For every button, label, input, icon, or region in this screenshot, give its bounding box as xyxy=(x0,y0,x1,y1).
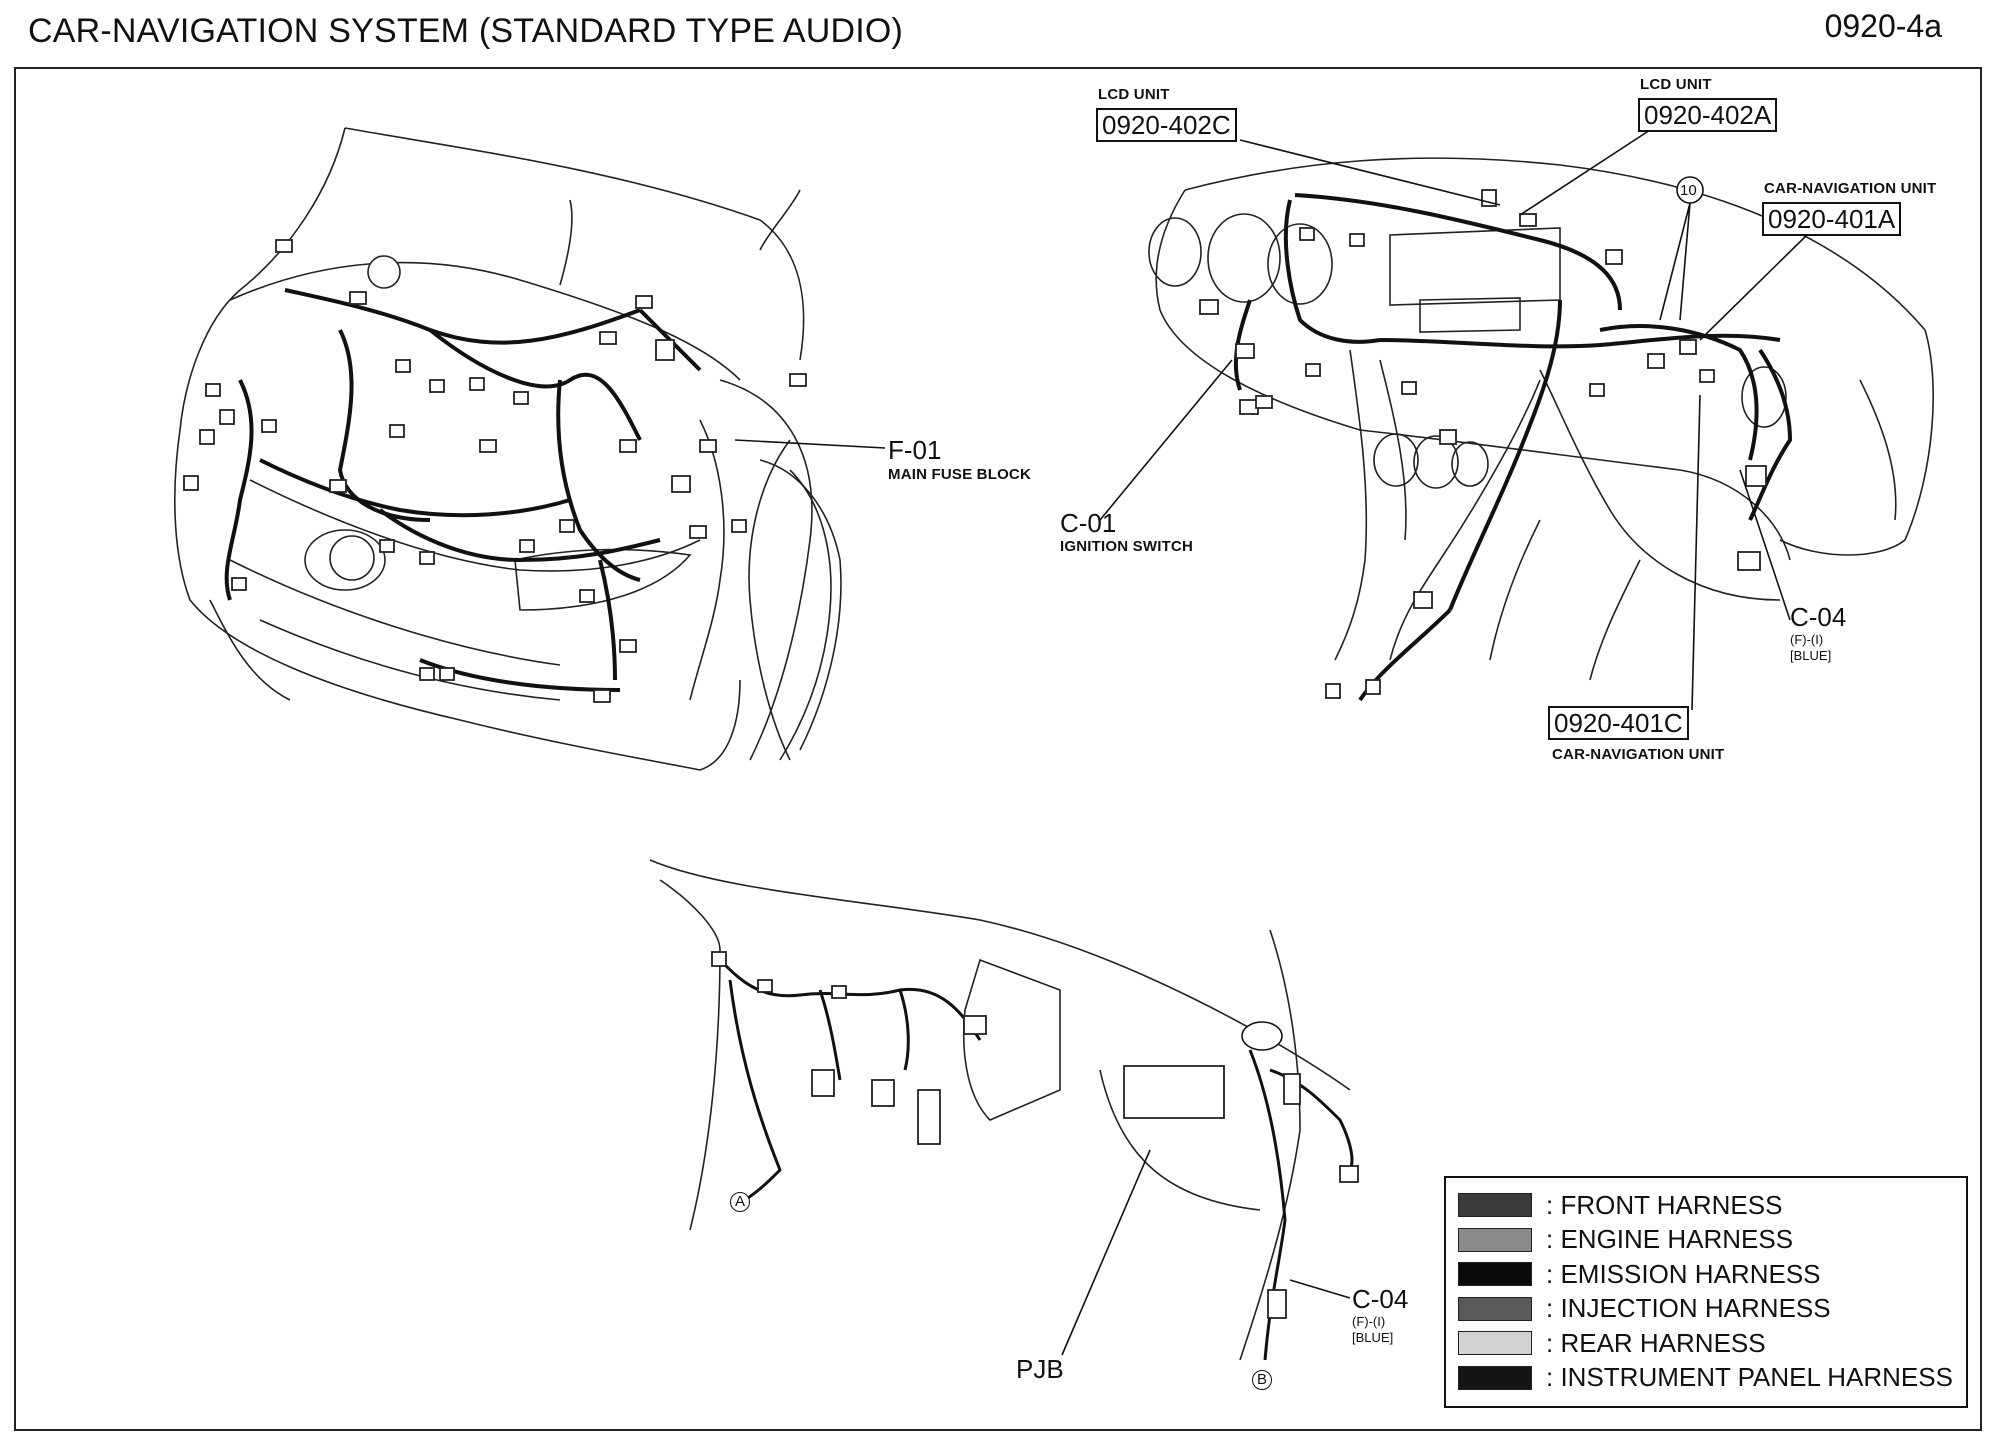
legend-swatch xyxy=(1458,1193,1532,1218)
c04-top-code: C-04 xyxy=(1790,602,1847,632)
lcd-unit-c-ref[interactable]: 0920-402C xyxy=(1096,108,1237,142)
legend-swatch xyxy=(1458,1262,1532,1287)
legend-label: : EMISSION HARNESS xyxy=(1546,1258,1821,1289)
legend-row: : INSTRUMENT PANEL HARNESS xyxy=(1458,1361,1966,1396)
marker-10: 10 xyxy=(1680,182,1697,199)
legend-swatch xyxy=(1458,1331,1532,1356)
lcd-unit-c-caption: LCD UNIT xyxy=(1098,86,1170,103)
marker-a: A xyxy=(730,1192,750,1212)
legend-row: : FRONT HARNESS xyxy=(1458,1188,1966,1223)
page-title: CAR-NAVIGATION SYSTEM (STANDARD TYPE AUD… xyxy=(28,12,904,50)
legend-swatch xyxy=(1458,1296,1532,1321)
lcd-unit-a-ref[interactable]: 0920-402A xyxy=(1638,98,1778,132)
legend-label: : ENGINE HARNESS xyxy=(1546,1224,1794,1255)
legend-swatch xyxy=(1458,1365,1532,1390)
nav-unit-a-ref[interactable]: 0920-401A xyxy=(1762,202,1902,236)
legend-swatch xyxy=(1458,1227,1532,1252)
page-code: 0920-4a xyxy=(1824,8,1942,44)
nav-unit-a-caption: CAR-NAVIGATION UNIT xyxy=(1764,180,1937,197)
footwell-illustration xyxy=(649,859,1359,1361)
legend-label: : FRONT HARNESS xyxy=(1546,1189,1783,1220)
dashboard-illustration xyxy=(1148,157,1934,702)
engine-bay-illustration xyxy=(173,127,842,771)
pjb-label: PJB xyxy=(1016,1354,1064,1384)
c01-code: C-01 xyxy=(1060,508,1117,538)
f01-code: F-01 xyxy=(888,435,942,465)
legend-row: : ENGINE HARNESS xyxy=(1458,1223,1966,1258)
legend-row: : INJECTION HARNESS xyxy=(1458,1292,1966,1327)
legend-row: : EMISSION HARNESS xyxy=(1458,1257,1966,1292)
c04-top-color: [BLUE] xyxy=(1790,648,1832,663)
f01-caption: MAIN FUSE BLOCK xyxy=(888,466,1031,483)
nav-unit-c-ref[interactable]: 0920-401C xyxy=(1548,706,1689,740)
marker-b: B xyxy=(1252,1370,1272,1390)
legend-label: : INJECTION HARNESS xyxy=(1546,1293,1831,1324)
footwell-leaders xyxy=(1061,1149,1351,1356)
harness-legend: : FRONT HARNESS : ENGINE HARNESS : EMISS… xyxy=(1444,1176,1968,1408)
dashboard-leaders xyxy=(1099,129,1811,711)
legend-row: : REAR HARNESS xyxy=(1458,1326,1966,1361)
legend-label: : INSTRUMENT PANEL HARNESS xyxy=(1546,1362,1953,1393)
nav-unit-c-caption: CAR-NAVIGATION UNIT xyxy=(1552,746,1725,763)
diagram-frame xyxy=(14,67,1982,1431)
c04-top-sub: (F)-(I) xyxy=(1790,632,1824,647)
c01-caption: IGNITION SWITCH xyxy=(1060,538,1193,555)
lcd-unit-a-caption: LCD UNIT xyxy=(1640,76,1712,93)
c04-bottom-code: C-04 xyxy=(1352,1284,1409,1314)
legend-label: : REAR HARNESS xyxy=(1546,1327,1766,1358)
c04-bottom-sub: (F)-(I) xyxy=(1352,1314,1386,1329)
f01-leader xyxy=(734,439,886,449)
c04-bottom-color: [BLUE] xyxy=(1352,1330,1394,1345)
